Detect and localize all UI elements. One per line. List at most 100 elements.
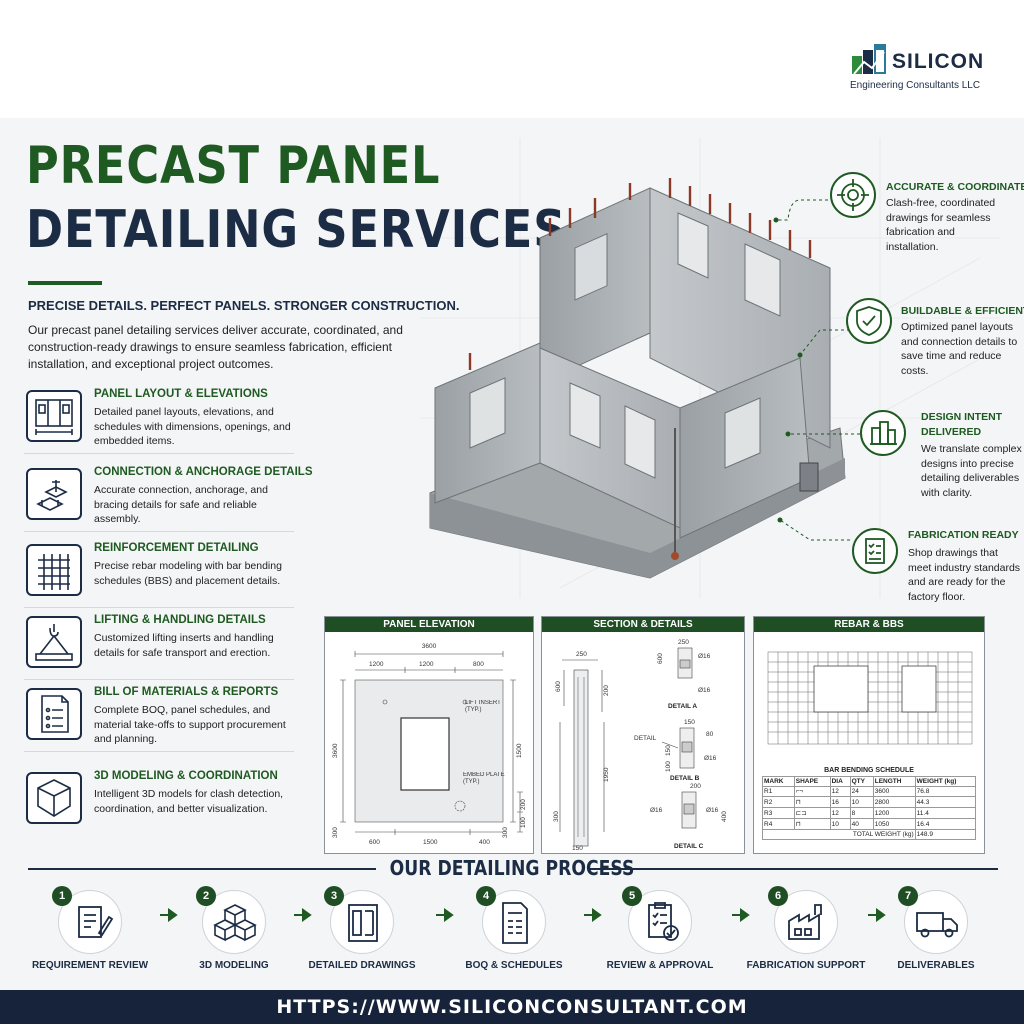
bbs-cell: 40 [849,818,874,830]
panel-elevation-title: PANEL ELEVATION [325,617,533,632]
website-link[interactable]: HTTPS://WWW.SILICONCONSULTANT.COM [276,996,748,1018]
bbs-shape-cell: ⊏⊐ [793,807,831,819]
bar-shape-icon: ⊓ [795,821,801,828]
dim-total: 3600 [422,643,437,650]
service-title: PANEL LAYOUT & ELEVATIONS [94,388,268,400]
note-lift-insert: LIFT INSERT (TYP.) [465,700,501,713]
rebar-mesh-svg [767,651,973,745]
service-lifting: LIFTING & HANDLING DETAILS Customized li… [24,612,294,680]
step-number: 6 [768,886,788,906]
process-step-2: 2 3D MODELING [192,886,342,976]
detail-c-anchor1: Ø16 [650,807,663,814]
bbs-cell: 3600 [872,786,916,797]
bbs-col-shape: SHAPE [793,776,831,787]
detail-b-height2: 100 [665,761,672,772]
document-list-icon [26,688,82,740]
dim-opening-height: 1500 [516,743,523,758]
bbs-cell: 10 [849,796,874,808]
bbs-cell: 11.4 [914,807,977,819]
checklist-icon [852,528,898,574]
dim-section-1950: 1950 [603,767,610,782]
dim-c: 800 [473,661,484,668]
bbs-col-length: LENGTH [872,776,916,787]
brand-logo: SILICON Engineering Consultants LLC [850,42,1000,92]
arrow-icon [158,908,180,922]
panel-layout-icon [26,390,82,442]
dim-b: 1200 [419,661,434,668]
bar-shape-icon: ⊓ [795,799,801,806]
step-label: REVIEW & APPROVAL [606,960,714,971]
service-bill-of-materials: BILL OF MATERIALS & REPORTS Complete BOQ… [24,684,294,752]
dim-right-bottom: 300 [502,827,509,838]
process-step-7: 7 DELIVERABLES [894,886,1014,976]
dim-height: 3600 [332,743,339,758]
dim-right-r1: 200 [520,799,527,810]
process-step-3: 3 DETAILED DRAWINGS [308,886,470,976]
feature-title: FABRICATION READY [908,529,1019,541]
dim-a: 1200 [369,661,384,668]
process-rule-left [28,868,376,870]
bbs-cell: 2800 [872,796,916,808]
dim-bottom-b: 1500 [423,839,438,846]
precast-panel-3d-model [429,178,846,579]
bbs-table-title: BAR BENDING SCHEDULE [824,767,914,774]
feature-title: ACCURATE & COORDINATED [886,181,1024,193]
intro-text: Our precast panel detailing services del… [28,323,403,371]
bbs-table: BAR BENDING SCHEDULE MARK SHAPE DIA QTY … [762,767,977,840]
step-number: 7 [898,886,918,906]
step-label: DELIVERABLES [897,960,975,971]
dim-bottom-c: 400 [479,839,490,846]
process-rule-right [590,868,998,870]
detail-b-width2: 80 [706,731,714,738]
arrow-icon [434,908,456,922]
silicon-logo-icon [852,44,886,75]
detail-callout: DETAIL [634,735,657,742]
arrow-icon [866,908,888,922]
dim-section-150: 150 [572,845,583,852]
process-title: OUR DETAILING PROCESS [389,856,635,880]
callout-lines [773,199,860,541]
arrow-icon [582,908,604,922]
feature-desc: We translate complex designs into precis… [921,443,1022,499]
feature-desc: Shop drawings that meet industry standar… [908,547,1021,603]
bbs-cell: R2 [762,796,795,808]
service-3d-modeling: 3D MODELING & COORDINATION Intelligent 3… [24,768,294,836]
arrow-icon [292,908,314,922]
shield-check-icon [846,298,892,344]
footer-bar: HTTPS://WWW.SILICONCONSULTANT.COM [0,990,1024,1024]
table-row-total: TOTAL WEIGHT (kg) 148.9 [762,829,977,840]
service-desc: Customized lifting inserts and handling … [94,632,274,659]
detail-c-label: DETAIL C [674,843,704,850]
bbs-cell: R1 [762,786,795,797]
bar-shape-icon: ⌐¬ [795,788,804,795]
rebar-bbs-drawing: REBAR & BBS BAR BENDING SCHEDULE MARK SH… [753,616,985,854]
bar-shape-icon: ⊏⊐ [795,810,807,817]
step-number: 4 [476,886,496,906]
service-panel-layout: PANEL LAYOUT & ELEVATIONS Detailed panel… [24,386,294,454]
bbs-cell: 76.8 [914,786,977,797]
target-icon [830,172,876,218]
bbs-cell: 10 [829,818,851,830]
bbs-cell: 16 [829,796,851,808]
dim-left-bottom: 300 [332,827,339,838]
table-row: R4 ⊓ 10 40 1050 16.4 [762,818,977,830]
brand-name: SILICON [892,50,985,73]
detail-b-width: 150 [684,719,695,726]
process-step-1: 1 REQUIREMENT REVIEW [32,886,198,976]
bbs-total-value: 148.9 [914,829,977,840]
connection-icon [26,468,82,520]
service-title: REINFORCEMENT DETAILING [94,542,259,554]
feature-title: BUILDABLE & EFFICIENT [901,305,1024,317]
panel-elevation-drawing: PANEL ELEVATION 3600 1200 1200 800 3600 … [324,616,534,854]
bbs-col-mark: MARK [762,776,795,787]
feature-design-intent: DESIGN INTENT DELIVERED We translate com… [860,408,1024,503]
service-connection: CONNECTION & ANCHORAGE DETAILS Accurate … [24,464,313,532]
service-title: BILL OF MATERIALS & REPORTS [94,686,279,698]
brand-subtitle: Engineering Consultants LLC [850,80,981,91]
step-label: FABRICATION SUPPORT [746,960,866,971]
bbs-cell: 24 [849,786,874,797]
bbs-col-qty: QTY [849,776,874,787]
section-details-drawing: SECTION & DETAILS 250 600 200 1950 300 1… [541,616,745,854]
process-step-6: 6 FABRICATION SUPPORT [747,886,914,976]
elevation-svg: 3600 1200 1200 800 3600 1500 600 1500 40… [332,643,527,846]
